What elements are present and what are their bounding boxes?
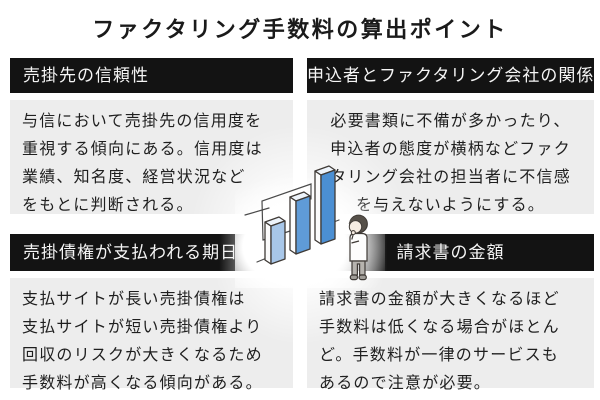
quadrant-invoice-amount: 請求書の金額 請求書の金額が大きくなるほど 手数料は低くなる場合がほとん ど。手… (307, 234, 594, 392)
quadrant-body-client-reliability: 与信において売掛先の信用度を 重視する傾向にある。信用度は 業績、知名度、経営状… (10, 100, 293, 214)
quadrant-body-invoice-amount: 請求書の金額が大きくなるほど 手数料は低くなる場合がほとん ど。手数料が一律のサ… (307, 278, 594, 392)
thinking-person-icon (348, 214, 368, 281)
quadrant-header-applicant-relationship: 申込者とファクタリング会社の関係 (307, 58, 594, 93)
bar-chart-thinking-person-illustration (235, 158, 385, 288)
quadrant-header-client-reliability: 売掛先の信頼性 (10, 58, 293, 93)
bar-chart-icon (244, 165, 368, 281)
quadrant-payment-due-date: 売掛債権が支払われる期日 支払サイトが長い売掛債権は 支払サイトが短い売掛債権よ… (10, 234, 293, 392)
quadrant-client-reliability: 売掛先の信頼性 与信において売掛先の信用度を 重視する傾向にある。信用度は 業績… (10, 58, 293, 214)
quadrant-body-payment-due-date: 支払サイトが長い売掛債権は 支払サイトが短い売掛債権より 回収のリスクが大きくな… (10, 278, 293, 392)
page-title: ファクタリング手数料の算出ポイント (92, 17, 508, 42)
